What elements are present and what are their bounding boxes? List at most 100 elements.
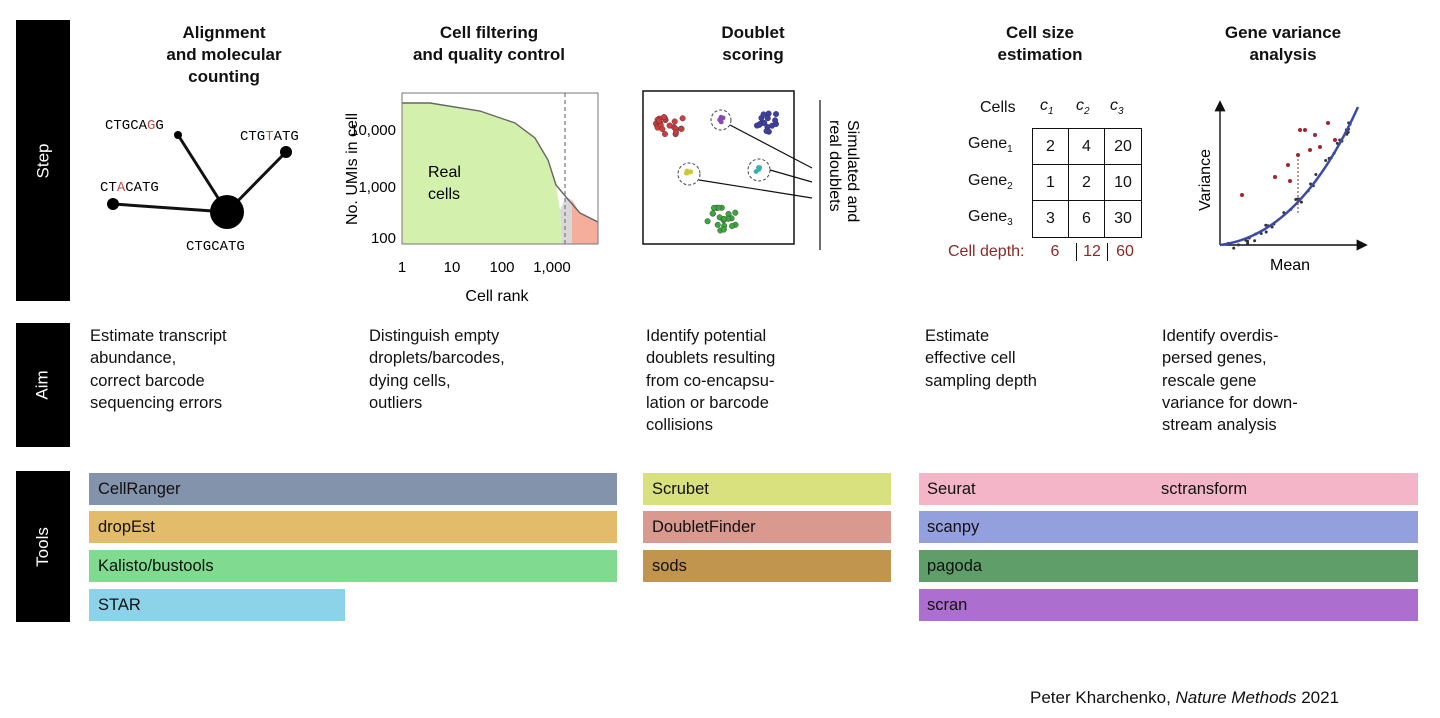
variance-point <box>1236 243 1240 247</box>
center-node <box>210 195 244 229</box>
doublet-label-2: real doublets <box>826 120 843 212</box>
step-title-doublet: Doublet scoring <box>721 23 785 64</box>
cluster-point <box>709 210 716 217</box>
cluster-point <box>763 128 770 135</box>
overdispersed-point <box>1313 133 1317 137</box>
cluster-point <box>659 126 666 133</box>
node-top-right <box>280 146 292 158</box>
overdispersed-point <box>1333 138 1337 142</box>
citation: Peter Kharchenko, Nature Methods 2021 <box>1030 688 1340 707</box>
matrix-grid: 2 4 20 1 2 10 3 6 30 <box>1032 128 1142 238</box>
variance-plot: Mean Variance <box>1197 100 1368 274</box>
overdispersed-point <box>1286 163 1290 167</box>
cluster-point <box>732 209 739 216</box>
variance-point <box>1246 241 1250 245</box>
variance-point <box>1264 230 1268 234</box>
y-tick: 100 <box>371 230 396 247</box>
cluster-point <box>720 226 727 233</box>
row-label-tools: Tools <box>16 471 70 622</box>
variance-point <box>1294 198 1298 202</box>
plot-frame <box>642 90 795 245</box>
doublet-point <box>688 169 694 175</box>
real-cells-area <box>402 103 562 244</box>
tool-seurat-label: Seurat <box>927 479 976 498</box>
x-axis-label: Mean <box>1270 257 1310 274</box>
tool-cellranger: CellRanger <box>89 473 617 505</box>
region-label-1: Real <box>428 164 461 181</box>
variance-point <box>1314 172 1318 176</box>
node-left <box>107 198 119 210</box>
cluster-point <box>711 204 718 211</box>
y-tick: 10,000 <box>350 122 396 139</box>
tool-scran: scran <box>919 589 1418 621</box>
node-top-left <box>174 131 182 139</box>
matrix-cell: 6 <box>1069 201 1105 237</box>
cluster-point <box>760 111 767 118</box>
step-title-filtering: Cell filtering and quality control <box>412 23 566 64</box>
matrix-cell: 10 <box>1105 165 1141 201</box>
cluster-point <box>673 129 680 136</box>
row-label-aim: Aim <box>16 323 70 447</box>
tool-pagoda: pagoda <box>919 550 1418 582</box>
doublet-ring <box>710 109 732 131</box>
aim-alignment: Estimate transcript abundance, correct b… <box>90 327 227 412</box>
matrix-cell: 4 <box>1069 129 1105 165</box>
cluster-point <box>666 122 673 129</box>
cluster-point <box>714 221 721 228</box>
doublet-ring <box>677 162 701 186</box>
row-label-text: Aim <box>33 370 52 400</box>
doublet-point <box>753 169 759 174</box>
filtering-plot: Real cells 10,000 1,000 100 1 10 100 1,0… <box>344 92 599 305</box>
seq-left: CTACATG <box>100 180 159 196</box>
col-header: c3 <box>1110 97 1124 118</box>
tool-scrubet: Scrubet <box>643 473 891 505</box>
cluster-point <box>721 215 728 222</box>
cellsize-matrix: Cells c1 c2 c3 Gene1 Gene2 Gene3 2 4 20 … <box>940 95 1142 270</box>
tool-doubletfinder: DoubletFinder <box>643 511 891 543</box>
cluster-point <box>671 118 678 125</box>
overdispersed-point <box>1273 175 1277 179</box>
row-label-step: Step <box>16 20 70 301</box>
cluster-point <box>764 115 771 122</box>
cluster-point <box>678 125 685 132</box>
tool-dropest: dropEst <box>89 511 617 543</box>
overdispersed-point <box>1298 128 1302 132</box>
aim-cellsize: Estimate effective cell sampling depth <box>925 327 1037 390</box>
x-axis-label: Cell rank <box>465 288 529 305</box>
variance-point <box>1324 159 1328 163</box>
overdispersed-point <box>1303 128 1307 132</box>
tool-scanpy: scanpy <box>919 511 1418 543</box>
row-header: Gene1 <box>968 135 1013 156</box>
matrix-cell: 1 <box>1033 165 1069 201</box>
x-tick: 100 <box>489 259 514 276</box>
col-header: c2 <box>1076 97 1090 118</box>
col-header: c1 <box>1040 97 1054 118</box>
rank-curve <box>402 102 599 223</box>
row-header: Gene3 <box>968 208 1013 229</box>
overdispersed-point <box>1318 145 1322 149</box>
cluster-point <box>756 121 763 128</box>
step-title-cellsize: Cell size estimation <box>997 23 1083 64</box>
y-axis-label: Variance <box>1197 149 1214 211</box>
cluster-point <box>729 223 736 230</box>
cluster-point <box>772 117 779 124</box>
tool-seurat: Seurat sctransform <box>919 473 1418 505</box>
plot-frame <box>401 92 599 245</box>
matrix-cell: 30 <box>1114 210 1132 227</box>
matrix-cell: 20 <box>1105 129 1141 165</box>
cluster-point <box>656 117 663 124</box>
seq-top-right: CTGTATG <box>240 129 299 145</box>
cluster-point <box>704 218 711 225</box>
cluster-point <box>679 115 686 122</box>
doublet-point <box>684 168 690 174</box>
cluster-point <box>661 131 668 138</box>
cells-header: Cells <box>980 99 1016 116</box>
cluster-point <box>773 111 780 118</box>
seq-center: CTGCATG <box>186 239 245 255</box>
matrix-cell: 3 <box>1033 201 1069 237</box>
x-tick: 10 <box>444 259 461 276</box>
variance-point <box>1232 246 1236 250</box>
aim-variance: Identify overdis- persed genes, rescale … <box>1162 327 1298 435</box>
y-axis-label: No. UMIs in cell <box>344 113 361 225</box>
fit-curve <box>1219 106 1360 247</box>
